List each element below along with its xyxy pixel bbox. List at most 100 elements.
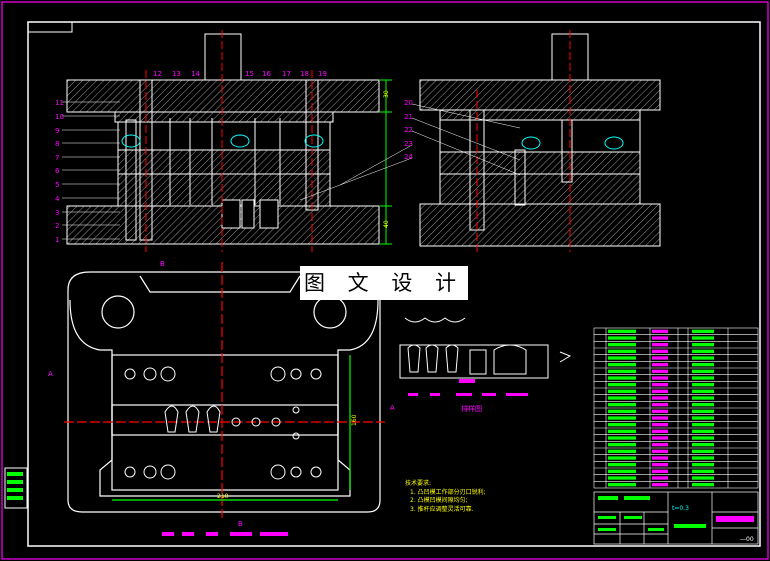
bom-cell bbox=[692, 429, 714, 433]
bom-cell bbox=[692, 423, 714, 427]
bom-cell bbox=[608, 349, 636, 353]
bom-cell bbox=[652, 436, 668, 440]
notes-item-3: 3. 推杆应调整灵活可靠. bbox=[410, 505, 474, 513]
bom-cell bbox=[692, 389, 714, 393]
bom-cell bbox=[652, 356, 668, 360]
bom-cell bbox=[608, 356, 636, 360]
bom-cell bbox=[608, 389, 636, 393]
bom-cell bbox=[652, 456, 668, 460]
label-15: 15 bbox=[245, 70, 254, 78]
bom-cell bbox=[692, 449, 714, 453]
label-5: 5 bbox=[55, 181, 59, 189]
bom-cell bbox=[608, 363, 636, 367]
side-labels: 20 21 22 23 24 bbox=[404, 99, 413, 161]
dim-side-bottom: 40 bbox=[383, 220, 390, 228]
bom-cell bbox=[652, 429, 668, 433]
tech-notes: 技术要求: 1. 凸凹模工作部分刃口锐利; 2. 凸模凹模间隙均匀; 3. 推杆… bbox=[405, 479, 486, 513]
bom-cell bbox=[652, 463, 668, 467]
bom-cell bbox=[608, 343, 636, 347]
bom-cell bbox=[652, 329, 668, 333]
bom-cell bbox=[692, 329, 714, 333]
label-14: 14 bbox=[191, 70, 200, 78]
bom-cell bbox=[608, 383, 636, 387]
bom-cell bbox=[608, 423, 636, 427]
bom-cell bbox=[608, 469, 636, 473]
title-block bbox=[593, 491, 759, 545]
bom-cell bbox=[608, 443, 636, 447]
section-mark-b-bottom: B bbox=[238, 520, 243, 528]
upper-die-plate bbox=[66, 79, 380, 113]
watermark: 图 文 设 计 bbox=[300, 266, 468, 300]
bom-cell bbox=[652, 349, 668, 353]
bom-cell bbox=[608, 396, 636, 400]
label-7: 7 bbox=[55, 154, 59, 162]
title-block-fills bbox=[598, 496, 754, 531]
bom-cell bbox=[692, 336, 714, 340]
bom-cell bbox=[608, 409, 636, 413]
bom-cell bbox=[608, 436, 636, 440]
dim-side-top: 30 bbox=[383, 90, 390, 98]
bom-cell bbox=[692, 476, 714, 480]
label-4: 4 bbox=[55, 195, 60, 203]
label-16: 16 bbox=[262, 70, 271, 78]
bom-cell bbox=[692, 383, 714, 387]
bom-cell bbox=[608, 403, 636, 407]
bom-cell bbox=[652, 403, 668, 407]
strip-layout bbox=[399, 317, 572, 379]
title-sheet: —00 bbox=[740, 536, 754, 543]
plan-view bbox=[64, 262, 385, 518]
bom-cell bbox=[652, 396, 668, 400]
side-section-view bbox=[419, 30, 661, 252]
label-23: 23 bbox=[404, 140, 413, 148]
dim-plan-height: 160 bbox=[351, 414, 358, 426]
bom-cell bbox=[692, 396, 714, 400]
label-1: 1 bbox=[55, 236, 59, 244]
bom-cell bbox=[692, 463, 714, 467]
bom-cell bbox=[652, 409, 668, 413]
label-11: 11 bbox=[55, 99, 64, 107]
front-left-leaders bbox=[62, 101, 120, 240]
bom-cell bbox=[692, 416, 714, 420]
label-19: 19 bbox=[318, 70, 327, 78]
bom-cell bbox=[652, 389, 668, 393]
notes-item-1: 1. 凸凹模工作部分刃口锐利; bbox=[410, 488, 486, 496]
plan-legend-bars bbox=[162, 532, 288, 536]
strip-feed-bar bbox=[459, 379, 475, 383]
bom-cell bbox=[692, 403, 714, 407]
label-22: 22 bbox=[404, 126, 413, 134]
bom-cell bbox=[652, 363, 668, 367]
notes-title: 技术要求: bbox=[405, 479, 431, 487]
inner-border bbox=[27, 21, 761, 547]
front-top-labels: 12 13 14 15 16 17 18 19 bbox=[153, 70, 327, 78]
label-6: 6 bbox=[55, 167, 60, 175]
notes-item-2: 2. 凸模凹模间隙均匀; bbox=[410, 496, 468, 504]
bom-cell bbox=[652, 376, 668, 380]
dim-plan-width: 210 bbox=[217, 493, 229, 500]
bom-cell bbox=[652, 343, 668, 347]
bom-cell bbox=[692, 409, 714, 413]
label-18: 18 bbox=[300, 70, 309, 78]
bom-cell bbox=[692, 369, 714, 373]
bom-cell bbox=[608, 429, 636, 433]
die-shank bbox=[204, 33, 242, 81]
bom-cell bbox=[692, 356, 714, 360]
bom-cell bbox=[692, 469, 714, 473]
bom-cell bbox=[652, 476, 668, 480]
bom-cell bbox=[652, 483, 668, 487]
bom-cell bbox=[652, 369, 668, 373]
section-mark-a-right: A bbox=[390, 404, 395, 412]
bom-cell bbox=[608, 376, 636, 380]
bom-cell bbox=[652, 416, 668, 420]
front-section-view bbox=[66, 30, 392, 252]
bom-cell bbox=[652, 449, 668, 453]
bom-cell bbox=[652, 423, 668, 427]
bom-cell bbox=[608, 336, 636, 340]
side-leaders bbox=[299, 103, 521, 201]
punch-holder bbox=[117, 121, 331, 151]
label-20: 20 bbox=[404, 99, 413, 107]
bom-table bbox=[593, 327, 759, 489]
bom-cell bbox=[692, 443, 714, 447]
label-12: 12 bbox=[153, 70, 162, 78]
